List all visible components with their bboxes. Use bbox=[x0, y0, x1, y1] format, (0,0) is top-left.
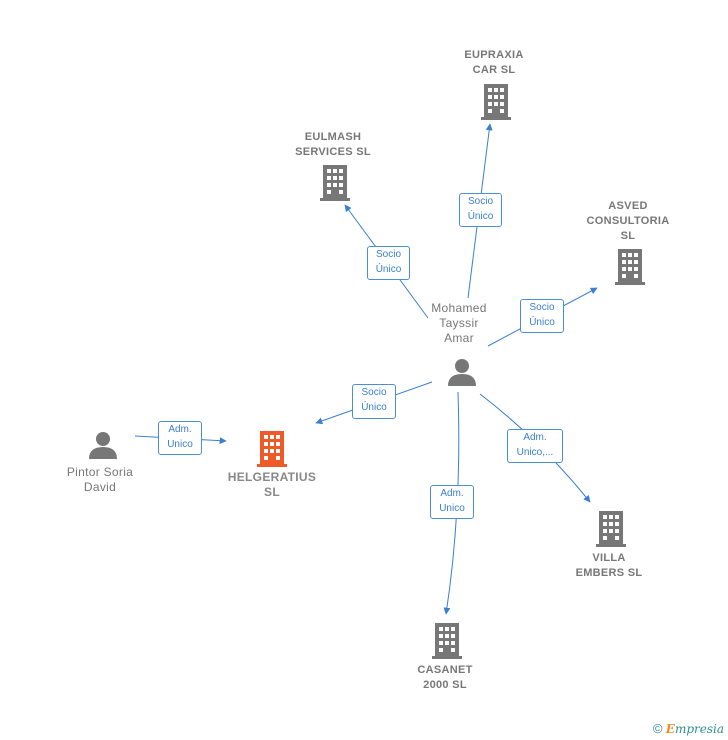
building-icon[interactable] bbox=[319, 165, 351, 201]
relation-label: Socio Único bbox=[352, 384, 396, 419]
relation-label: Socio Único bbox=[520, 299, 564, 333]
copyright-symbol: © bbox=[652, 721, 663, 736]
company-label-asved[interactable]: ASVED CONSULTORIA SL bbox=[586, 200, 670, 242]
relation-label: Adm. Unico bbox=[158, 421, 202, 455]
company-label-helgeratius[interactable]: HELGERATIUS SL bbox=[227, 470, 317, 499]
brand-name: mpresia bbox=[674, 722, 724, 736]
person-icon[interactable] bbox=[447, 357, 477, 387]
person-icon[interactable] bbox=[88, 430, 118, 460]
building-icon[interactable] bbox=[595, 511, 627, 547]
person-label-mohamed[interactable]: Mohamed Tayssir Amar bbox=[431, 301, 487, 345]
building-icon[interactable] bbox=[614, 249, 646, 285]
relation-label: Socio Único bbox=[367, 246, 410, 280]
company-label-eupraxia[interactable]: EUPRAXIA CAR SL bbox=[464, 49, 524, 76]
building-icon[interactable] bbox=[431, 623, 463, 659]
empresia-logo[interactable]: © Empresia bbox=[653, 721, 724, 736]
person-label-pintor[interactable]: Pintor Soria David bbox=[66, 465, 134, 494]
company-label-casanet[interactable]: CASANET 2000 SL bbox=[417, 664, 473, 691]
relation-label: Socio Único bbox=[459, 193, 502, 227]
company-label-villa[interactable]: VILLA EMBERS SL bbox=[575, 552, 643, 579]
relation-label: Adm. Unico bbox=[430, 485, 474, 519]
company-label-eulmash[interactable]: EULMASH SERVICES SL bbox=[295, 131, 371, 158]
building-icon-focus[interactable] bbox=[256, 431, 288, 467]
brand-letter: E bbox=[665, 722, 675, 736]
relation-label: Adm. Unico,... bbox=[507, 429, 563, 463]
building-icon[interactable] bbox=[480, 84, 512, 120]
